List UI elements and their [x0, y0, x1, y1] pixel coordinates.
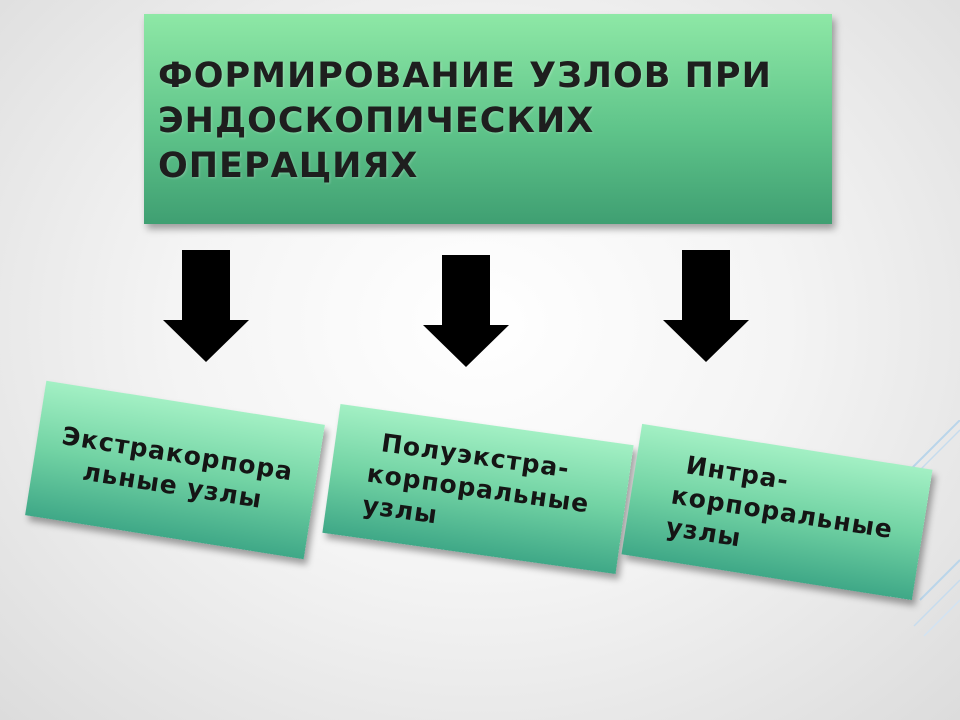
title-box: ФОРМИРОВАНИЕ УЗЛОВ ПРИ ЭНДОСКОПИЧЕСКИХ О…: [144, 14, 832, 224]
node-intracorporeal: Интра- корпоральные узлы: [621, 423, 933, 601]
node-label: Интра- корпоральные узлы: [624, 442, 900, 578]
node-semi-extracorporeal: Полуэкстра- корпоральные узлы: [322, 404, 634, 574]
arrow-down-icon: [423, 255, 509, 367]
arrow-down-icon: [663, 250, 749, 362]
title-line-2: ЭНДОСКОПИЧЕСКИХ: [158, 101, 595, 141]
title-line-1: ФОРМИРОВАНИЕ УЗЛОВ ПРИ: [158, 56, 772, 96]
arrow-down-icon: [163, 250, 249, 362]
node-label: Экстракорпора льные узлы: [37, 417, 314, 522]
page-title: ФОРМИРОВАНИЕ УЗЛОВ ПРИ ЭНДОСКОПИЧЕСКИХ О…: [158, 54, 816, 189]
node-extracorporeal: Экстракорпора льные узлы: [25, 380, 325, 560]
node-label: Полуэкстра- корпоральные узлы: [325, 421, 596, 552]
title-line-3: ОПЕРАЦИЯХ: [158, 146, 419, 186]
